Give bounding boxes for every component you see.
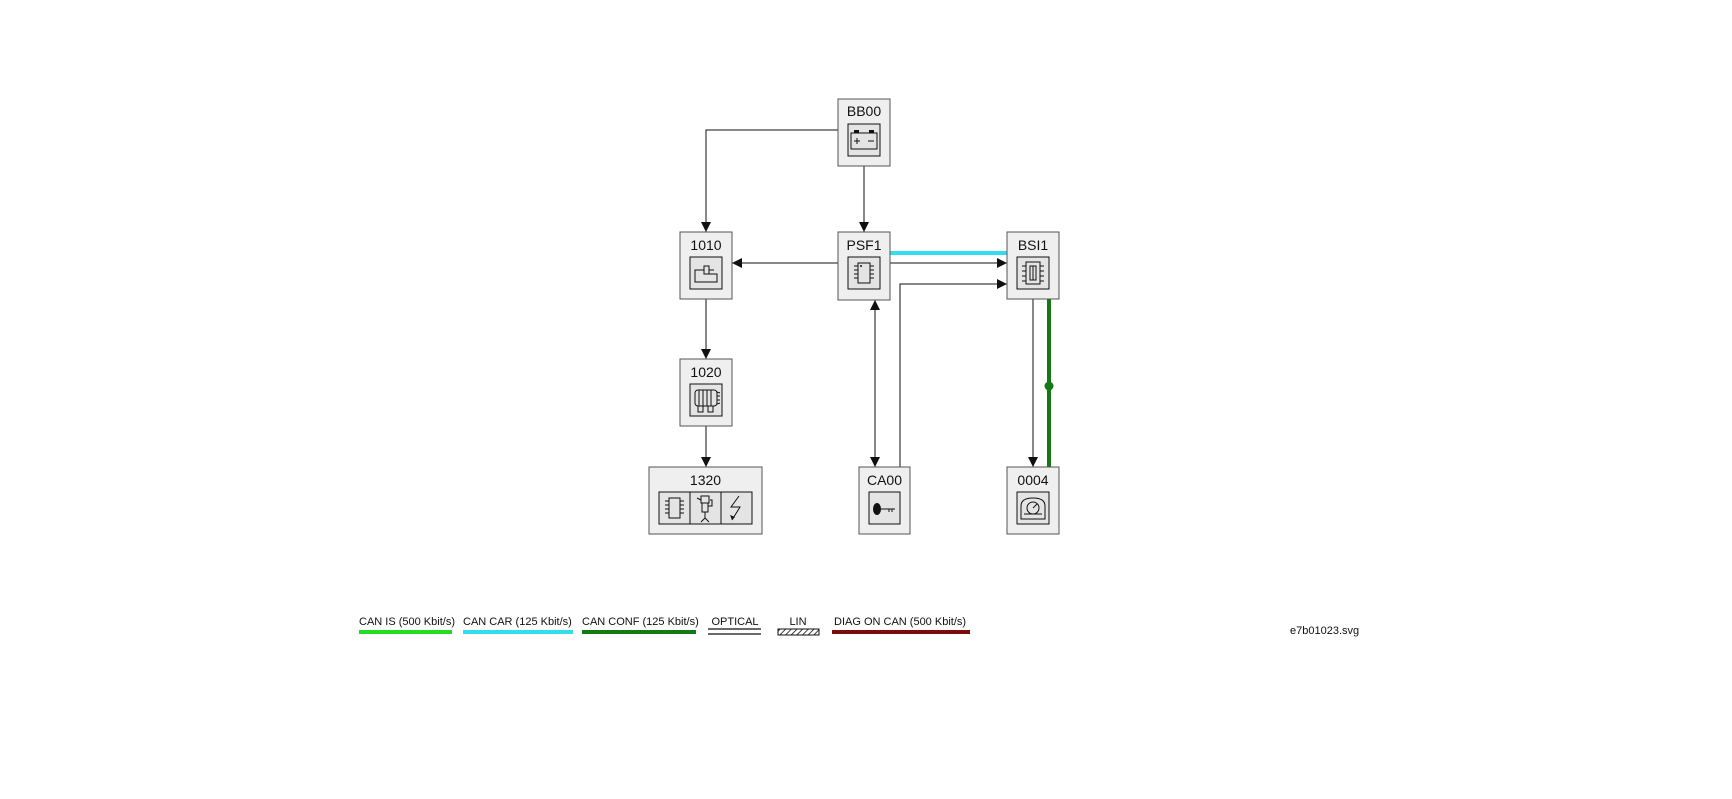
legend-swatch-diag-on-can	[832, 630, 970, 634]
legend-item-can-is: CAN IS (500 Kbit/s)	[359, 616, 455, 634]
ecu-chip-icon	[658, 491, 691, 525]
legend-label-can-car: CAN CAR (125 Kbit/s)	[463, 616, 572, 628]
wire-ca00-to-bsi1	[899, 279, 1007, 467]
node-0004-label: 0004	[1017, 472, 1048, 488]
legend-label-diag-on-can: DIAG ON CAN (500 Kbit/s)	[834, 616, 966, 628]
wire-bb00-to-1010	[701, 129, 838, 232]
fuse-box-icon	[1016, 256, 1050, 290]
node-psf1[interactable]: PSF1	[837, 231, 891, 301]
legend-swatch-can-is	[359, 630, 452, 634]
node-1320-label: 1320	[690, 472, 721, 488]
can-conf-junction-dot	[1044, 381, 1054, 391]
node-ca00-label: CA00	[867, 472, 902, 488]
legend-label-can-conf: CAN CONF (125 Kbit/s)	[582, 616, 699, 628]
ignition-key-icon	[868, 491, 901, 525]
starter-motor-icon	[689, 256, 723, 290]
node-bb00[interactable]: BB00	[837, 98, 891, 167]
legend-item-diag-on-can: DIAG ON CAN (500 Kbit/s)	[832, 616, 970, 634]
legend-label-can-is: CAN IS (500 Kbit/s)	[359, 616, 455, 628]
node-1010[interactable]: 1010	[679, 231, 733, 300]
instrument-panel-icon	[1016, 491, 1050, 525]
legend-swatch-can-conf	[582, 630, 696, 634]
legend-swatch-can-car	[463, 630, 573, 634]
node-ca00[interactable]: CA00	[858, 466, 911, 535]
legend-swatch-lin	[777, 628, 820, 636]
node-bsi1-label: BSI1	[1018, 237, 1049, 253]
battery-icon	[847, 123, 881, 157]
ecu-chip-icon	[847, 256, 881, 290]
node-bsi1[interactable]: BSI1	[1006, 231, 1060, 300]
node-1010-label: 1010	[690, 237, 721, 253]
file-name-label: e7b01023.svg	[1290, 625, 1359, 637]
node-1320[interactable]: 1320	[648, 466, 763, 535]
legend: CAN IS (500 Kbit/s) CAN CAR (125 Kbit/s)…	[359, 616, 970, 636]
legend-label-lin: LIN	[789, 616, 806, 628]
node-bb00-label: BB00	[847, 103, 881, 119]
alternator-icon	[689, 383, 723, 417]
legend-item-can-car: CAN CAR (125 Kbit/s)	[463, 616, 573, 634]
legend-item-optical: OPTICAL	[708, 616, 761, 635]
ignition-spark-icon	[720, 491, 753, 525]
node-psf1-label: PSF1	[846, 237, 881, 253]
legend-label-optical: OPTICAL	[711, 616, 758, 628]
node-0004[interactable]: 0004	[1006, 466, 1060, 535]
node-1020[interactable]: 1020	[679, 358, 733, 427]
legend-item-can-conf: CAN CONF (125 Kbit/s)	[582, 616, 699, 634]
injector-icon	[689, 491, 722, 525]
connections	[701, 129, 1054, 467]
legend-item-lin: LIN	[777, 616, 820, 636]
node-1020-label: 1020	[690, 364, 721, 380]
